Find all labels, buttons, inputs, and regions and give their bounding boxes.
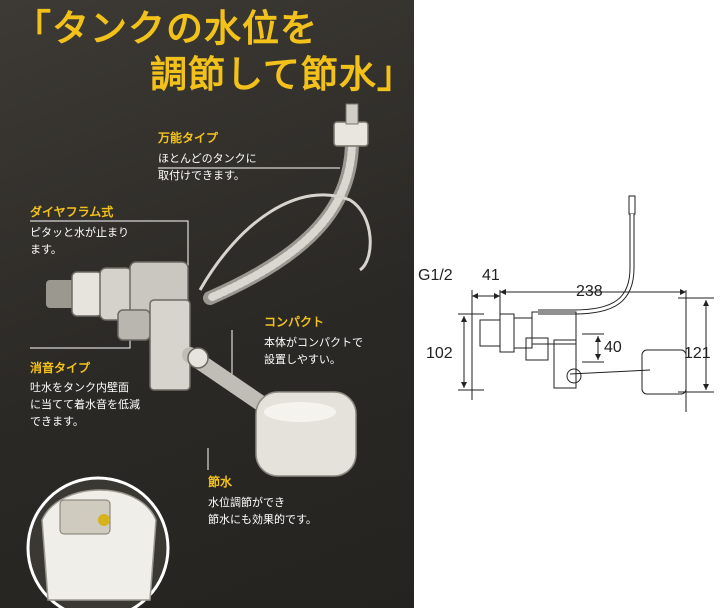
feature-diaphragm-line: ピタッと水が止まり — [30, 226, 129, 239]
feature-compact-body: 本体がコンパクトで 設置しやすい。 — [264, 334, 363, 368]
headline-line-2: 調節して節水」 — [150, 53, 414, 96]
dimension-40: 40 — [604, 339, 622, 356]
dimension-121: 121 — [684, 345, 711, 362]
feature-silent-line: に当てて着水音を低減 — [30, 398, 140, 411]
feature-panel: 「タンクの水位を 調節して節水」 万能タイプ ほとんどのタンクに 取付けできます… — [0, 0, 414, 608]
feature-silent-body: 吐水をタンク内壁面 に当てて着水音を低減 できます。 — [30, 379, 140, 430]
feature-diaphragm-body: ピタッと水が止まり ます。 — [30, 224, 129, 258]
feature-universal-body: ほとんどのタンクに 取付けできます。 — [158, 150, 257, 184]
feature-universal-line: 取付けできます。 — [158, 169, 245, 182]
dimension-102: 102 — [426, 345, 453, 362]
feature-save-title: 節水 — [208, 475, 233, 489]
feature-compact-line: 本体がコンパクトで — [264, 336, 363, 349]
dimension-41: 41 — [482, 267, 500, 284]
feature-compact-title: コンパクト — [264, 315, 325, 329]
dimension-thread: G1/2 — [418, 267, 453, 284]
feature-diaphragm-line: ます。 — [30, 243, 62, 256]
feature-silent-title: 消音タイプ — [30, 361, 91, 375]
feature-save-line: 水位調節ができ — [208, 496, 285, 509]
feature-silent-line: できます。 — [30, 415, 84, 428]
feature-diaphragm-title: ダイヤフラム式 — [30, 205, 114, 219]
headline-line-1: 「タンクの水位を — [14, 7, 318, 50]
feature-compact-line: 設置しやすい。 — [264, 353, 341, 366]
feature-silent-line: 吐水をタンク内壁面 — [30, 381, 129, 394]
product-illustration — [26, 103, 372, 608]
feature-universal-title: 万能タイプ — [158, 131, 219, 145]
feature-save-body: 水位調節ができ 節水にも効果的です。 — [208, 494, 317, 528]
feature-universal-line: ほとんどのタンクに — [158, 152, 257, 165]
feature-save-line: 節水にも効果的です。 — [208, 513, 317, 526]
dimension-238: 238 — [576, 283, 603, 300]
dimension-drawing — [458, 195, 714, 412]
